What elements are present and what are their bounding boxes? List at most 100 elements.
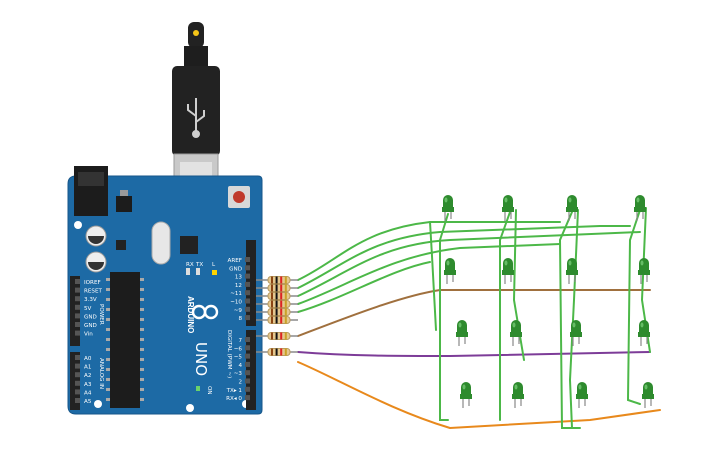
digital-header-top bbox=[246, 240, 256, 326]
led[interactable] bbox=[456, 320, 468, 346]
resistor[interactable] bbox=[256, 308, 298, 316]
digital-pin-socket[interactable] bbox=[245, 306, 250, 312]
digital-pin-label: 4 bbox=[238, 363, 242, 369]
mount-hole bbox=[94, 400, 102, 408]
power-pin-socket[interactable] bbox=[75, 304, 80, 310]
wire-green[interactable] bbox=[499, 211, 511, 421]
chip-pins bbox=[106, 278, 144, 401]
wire-purple[interactable] bbox=[297, 351, 651, 358]
dc-jack-inner bbox=[78, 172, 104, 186]
digital-pin-socket[interactable] bbox=[245, 281, 250, 287]
wire-green[interactable] bbox=[439, 213, 449, 421]
digital-pin-socket[interactable] bbox=[245, 298, 250, 304]
wire-green[interactable] bbox=[297, 221, 561, 281]
mount-hole bbox=[186, 404, 194, 412]
wire-green[interactable] bbox=[512, 209, 525, 361]
led[interactable] bbox=[510, 320, 522, 346]
digital-pin-socket[interactable] bbox=[245, 395, 250, 401]
digital-pin-socket[interactable] bbox=[245, 386, 250, 392]
digital-pin-socket[interactable] bbox=[245, 345, 250, 351]
power-pin-label: RESET bbox=[84, 289, 103, 295]
analog-pin-socket[interactable] bbox=[75, 389, 80, 395]
digital-pin-socket[interactable] bbox=[245, 273, 250, 279]
usb-chip bbox=[180, 236, 198, 254]
wire-green[interactable] bbox=[297, 231, 641, 297]
uno-model-label: UNO bbox=[192, 342, 210, 376]
digital-pin-label: 13 bbox=[235, 275, 243, 281]
wires bbox=[297, 207, 661, 430]
power-pin-socket[interactable] bbox=[75, 322, 80, 327]
digital-pin-label: 2 bbox=[238, 380, 242, 386]
wire-green[interactable] bbox=[297, 243, 561, 305]
digital-pin-label: ~11 bbox=[230, 291, 242, 297]
arduino-uno-board[interactable]: RX TX L ARDUINO UNO DIGITAL (PWM ~) POWE… bbox=[67, 166, 263, 415]
analog-pin-label: A2 bbox=[84, 373, 91, 379]
digital-pin-socket[interactable] bbox=[245, 337, 250, 342]
analog-pin-socket[interactable] bbox=[75, 398, 80, 403]
analog-pin-socket[interactable] bbox=[75, 355, 80, 360]
led[interactable] bbox=[442, 195, 454, 221]
resistor[interactable] bbox=[256, 284, 298, 292]
led[interactable] bbox=[634, 195, 646, 221]
led-matrix bbox=[442, 195, 654, 408]
on-label: ON bbox=[206, 386, 212, 395]
wire-brown[interactable] bbox=[297, 289, 651, 337]
digital-pin-socket[interactable] bbox=[245, 290, 250, 296]
reset-button-cap[interactable] bbox=[233, 191, 245, 203]
arduino-brand-label: ARDUINO bbox=[186, 296, 195, 333]
resistor[interactable] bbox=[256, 276, 298, 284]
wire-orange[interactable] bbox=[297, 361, 661, 430]
resistor[interactable] bbox=[256, 316, 298, 324]
usb-cable-neck bbox=[184, 46, 208, 68]
wire-green[interactable] bbox=[297, 225, 631, 289]
led[interactable] bbox=[502, 195, 514, 221]
power-pin-label: 3.3V bbox=[84, 297, 97, 303]
led[interactable] bbox=[566, 258, 578, 284]
power-pin-label: GND bbox=[84, 323, 97, 329]
power-pin-socket[interactable] bbox=[75, 296, 80, 302]
analog-pin-label: A0 bbox=[84, 356, 92, 362]
digital-pin-socket[interactable] bbox=[245, 353, 250, 359]
digital-pin-socket[interactable] bbox=[245, 257, 250, 262]
voltage-regulator bbox=[116, 196, 132, 212]
tx-led bbox=[196, 268, 200, 275]
led[interactable] bbox=[566, 195, 578, 221]
led[interactable] bbox=[512, 382, 524, 408]
led[interactable] bbox=[460, 382, 472, 408]
digital-pin-socket[interactable] bbox=[245, 265, 250, 271]
resistor[interactable] bbox=[256, 292, 298, 300]
led[interactable] bbox=[638, 320, 650, 346]
wire-green[interactable] bbox=[626, 209, 641, 405]
resistor[interactable] bbox=[256, 348, 298, 356]
power-pin-label: GND bbox=[84, 314, 97, 320]
led[interactable] bbox=[638, 258, 650, 284]
led[interactable] bbox=[444, 258, 456, 284]
power-pin-socket[interactable] bbox=[75, 313, 80, 319]
digital-pin-socket[interactable] bbox=[245, 315, 250, 321]
power-pin-socket[interactable] bbox=[75, 330, 80, 336]
wire-green[interactable] bbox=[429, 221, 437, 331]
led[interactable] bbox=[570, 320, 582, 346]
led[interactable] bbox=[642, 382, 654, 408]
digital-pin-socket[interactable] bbox=[245, 378, 250, 384]
analog-header-label: ANALOG IN bbox=[98, 358, 104, 389]
power-bolt-icon bbox=[193, 30, 199, 36]
digital-pin-socket[interactable] bbox=[245, 361, 250, 367]
mount-hole bbox=[74, 221, 82, 229]
resistor[interactable] bbox=[256, 300, 298, 308]
power-pin-socket[interactable] bbox=[75, 279, 80, 284]
analog-pin-label: A4 bbox=[84, 390, 92, 396]
digital-pin-label: 7 bbox=[238, 338, 242, 344]
resistor[interactable] bbox=[256, 332, 298, 340]
digital-pin-socket[interactable] bbox=[245, 370, 250, 376]
digital-pin-label: ~9 bbox=[234, 308, 243, 314]
analog-pin-socket[interactable] bbox=[75, 372, 80, 378]
wire-green[interactable] bbox=[297, 261, 431, 313]
wire-green[interactable] bbox=[568, 209, 579, 429]
led[interactable] bbox=[502, 258, 514, 284]
led[interactable] bbox=[576, 382, 588, 408]
analog-pin-socket[interactable] bbox=[75, 380, 80, 386]
analog-pin-socket[interactable] bbox=[75, 363, 80, 369]
arduino-logo-icon bbox=[191, 304, 219, 320]
power-pin-socket[interactable] bbox=[75, 287, 80, 293]
